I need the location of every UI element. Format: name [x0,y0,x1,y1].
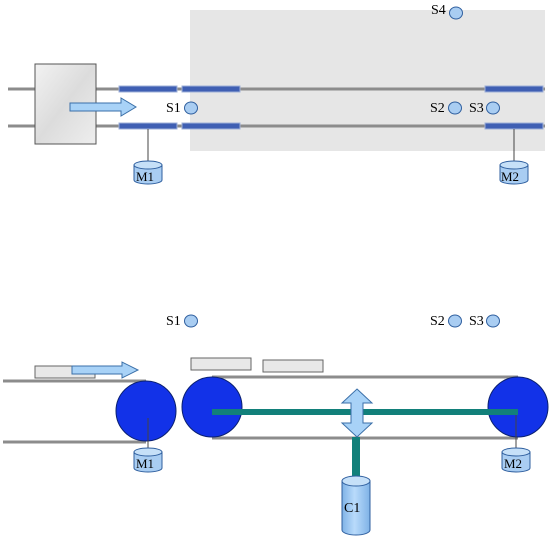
drive-roller-left [181,376,243,438]
top-view: S4 S1 S2 S3 M1 M2 [8,3,545,185]
motor-m2-icon [499,160,529,185]
motor-m1-icon [133,160,163,185]
motor-m2-label: M2 [501,169,519,184]
belt-segment [118,122,178,130]
sensor-s2-icon [448,314,462,328]
motor-m1-label: M1 [136,456,154,471]
carton [190,357,252,371]
lift-rod [352,437,360,482]
belt-segment [181,122,241,130]
sensor-s2-label: S2 [430,314,445,329]
belt-segment [484,85,544,93]
processing-zone [190,10,545,151]
belt-segments [118,85,544,130]
side-view: S1 S2 S3 M1 [3,314,549,536]
sensor-s1-label: S1 [166,101,181,116]
lift-double-arrow-icon [340,388,374,438]
belt-segment [118,85,178,93]
sensor-s3-label: S3 [469,101,484,116]
sensor-s4-icon [449,6,463,20]
belt-segment [484,122,544,130]
sensor-s4-label: S4 [431,3,446,18]
drive-roller-right [487,376,549,438]
sensor-s2-icon [448,101,462,115]
cylinder-c1-icon [341,475,371,536]
sensor-s1-label: S1 [166,314,181,329]
motor-m1-label: M1 [136,169,154,184]
sensor-s3-icon [486,101,500,115]
cylinder-c1-label: C1 [344,501,360,516]
sensor-s3-icon [486,314,500,328]
motor-m1-icon [133,447,163,473]
lift-frame [212,409,518,415]
infeed-roller [115,380,177,442]
motor-m2-icon [501,447,531,473]
belt-segment [181,85,241,93]
direction-arrow-icon [71,361,140,379]
sensor-s1-icon [184,314,198,328]
carton [262,359,324,373]
direction-arrow-icon [69,97,137,117]
motor-m2-label: M2 [504,456,522,471]
sensor-s1-icon [184,101,198,115]
sensor-s2-label: S2 [430,101,445,116]
sensor-s3-label: S3 [469,314,484,329]
